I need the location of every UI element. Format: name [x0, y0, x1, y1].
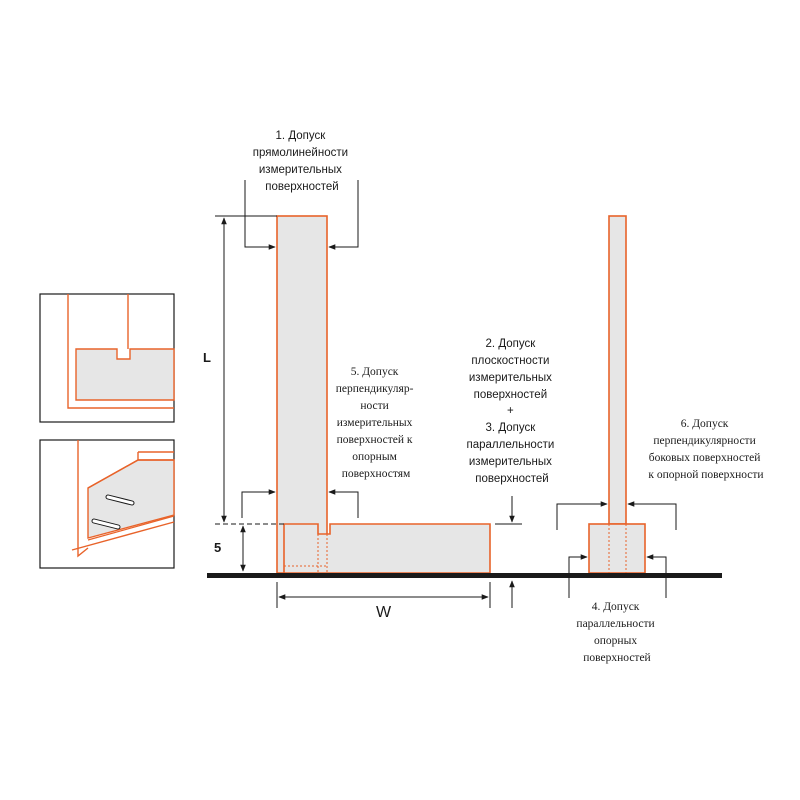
label-perpendicularity-measuring: 5. Допуск перпендикуляр- ности измерител…	[336, 366, 417, 480]
pin-upper	[105, 494, 135, 506]
inset-joint-detail	[39, 293, 175, 423]
label-flatness-parallelism: 2. Допуск плоскостности измерительных по…	[467, 338, 558, 485]
callout-side-perpendicularity: 6. Допуск перпендикулярности боковых пов…	[556, 418, 764, 530]
callout-straightness: 1. Допуск прямолинейности измерительных …	[244, 130, 359, 250]
callout-perpendicularity-measuring: 5. Допуск перпендикуляр- ности измерител…	[241, 366, 417, 518]
label-side-perpendicularity: 6. Допуск перпендикулярности боковых пов…	[648, 418, 763, 481]
label-straightness: 1. Допуск прямолинейности измерительных …	[253, 130, 351, 193]
dimension-5-label: 5	[214, 540, 221, 555]
side-blade	[608, 215, 627, 525]
label-reference-parallelism: 4. Допуск параллельности опорных поверхн…	[576, 601, 657, 664]
dimension-W: W	[276, 582, 491, 621]
inset-base-block	[75, 348, 175, 401]
dimension-W-label: W	[376, 604, 392, 621]
pin-lower	[91, 518, 121, 530]
square-side-view	[588, 215, 646, 574]
square-stock	[283, 523, 491, 574]
square-main-view	[276, 215, 491, 574]
dimension-L: L	[203, 215, 284, 525]
inset-pin-detail	[39, 439, 175, 569]
inset-outline	[67, 294, 174, 409]
square-blade	[276, 215, 328, 574]
side-stock	[588, 523, 646, 574]
callout-reference-parallelism: 4. Допуск параллельности опорных поверхн…	[568, 554, 667, 664]
dimension-L-label: L	[203, 350, 211, 365]
callout-flatness-parallelism: 2. Допуск плоскостности измерительных по…	[467, 338, 558, 608]
dimension-5: 5	[214, 525, 246, 572]
reference-surface	[207, 573, 722, 578]
